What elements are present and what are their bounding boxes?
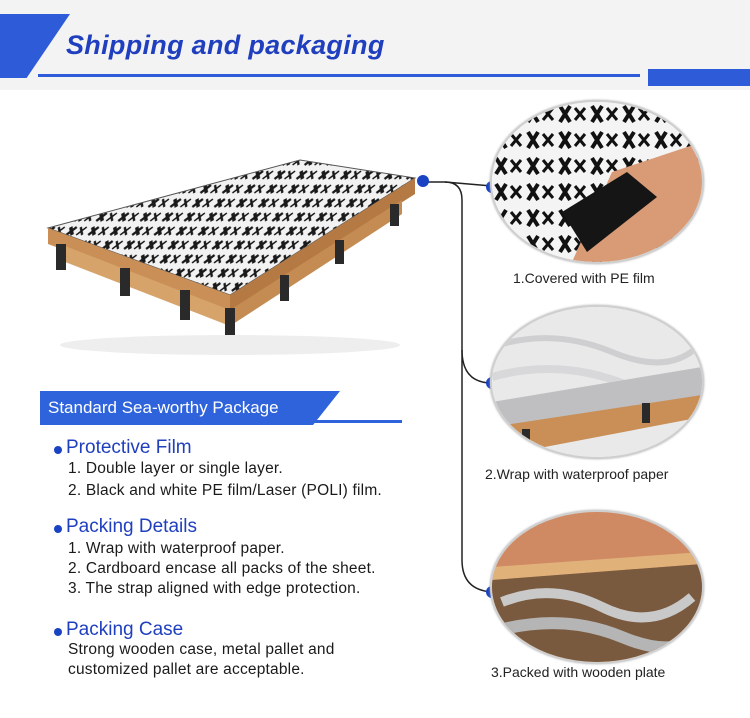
package-title: Standard Sea-worthy Package (48, 398, 279, 417)
bullet-icon (54, 525, 62, 533)
section-heading-packing-case: Packing Case (66, 619, 184, 640)
section-line: 3. The strap aligned with edge protectio… (68, 580, 361, 597)
section-heading-protective-film: Protective Film (66, 437, 192, 458)
header-accent-bar (648, 69, 750, 86)
section-heading-packing-details: Packing Details (66, 516, 197, 537)
section-line: customized pallet are acceptable. (68, 661, 305, 678)
step2-image (490, 305, 704, 459)
section-line: 2. Black and white PE film/Laser (POLI) … (68, 482, 382, 499)
bullet-icon (54, 628, 62, 636)
package-title-bar: Standard Sea-worthy Package (40, 391, 402, 425)
step3-caption: 3.Packed with wooden plate (491, 664, 666, 680)
package-title-background (40, 391, 340, 425)
section-line: Strong wooden case, metal pallet and (68, 641, 335, 658)
header-banner: Shipping and packaging (0, 0, 750, 90)
step2-caption: 2.Wrap with waterproof paper (485, 466, 669, 482)
pallet-stack-image (46, 159, 417, 355)
step3-image (490, 510, 704, 664)
step1-image (490, 100, 704, 264)
connector-dot-origin (417, 175, 429, 187)
section-line: 1. Double layer or single layer. (68, 460, 283, 477)
section-line: 2. Cardboard encase all packs of the she… (68, 560, 376, 577)
bullet-icon (54, 446, 62, 454)
header-underline (38, 74, 640, 77)
step1-caption: 1.Covered with PE film (513, 270, 655, 286)
section-line: 1. Wrap with waterproof paper. (68, 540, 285, 557)
page-title: Shipping and packaging (66, 30, 385, 60)
